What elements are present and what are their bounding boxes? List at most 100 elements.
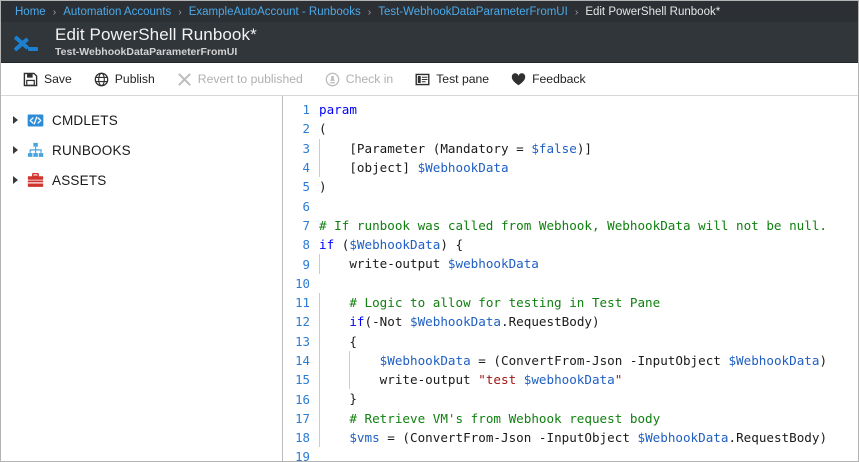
sidebar-item-runbooks[interactable]: RUNBOOKS <box>1 135 282 165</box>
code-line-text[interactable]: # Retrieve VM's from Webhook request bod… <box>317 408 858 429</box>
code-line-row[interactable]: 18 $vms = (ConvertFrom-Json -InputObject… <box>283 428 858 448</box>
code-line-text[interactable]: if ($WebhookData) { <box>317 235 858 254</box>
code-token: # Logic to allow for testing in Test Pan… <box>349 294 661 310</box>
code-line-row[interactable]: 11 # Logic to allow for testing in Test … <box>283 292 858 313</box>
indent-guide <box>319 254 320 274</box>
code-line-row[interactable]: 2( <box>283 119 858 138</box>
indent-guide <box>319 370 320 390</box>
toolbar-feedback-button[interactable]: Feedback <box>511 63 586 95</box>
code-token: # Retrieve VM's from Webhook request bod… <box>349 410 661 426</box>
code-line-row[interactable]: 15 write-output "test $webhookData" <box>283 370 858 390</box>
breadcrumb-link[interactable]: Test-WebhookDataParameterFromUI <box>378 5 568 18</box>
code-line-text[interactable]: } <box>317 389 858 409</box>
code-line-text[interactable]: ( <box>317 119 858 138</box>
code-line-text[interactable]: $WebhookData = (ConvertFrom-Json -InputO… <box>317 350 858 371</box>
breadcrumb-separator-icon: › <box>574 5 579 18</box>
chevron-right-icon[interactable] <box>7 176 23 184</box>
code-line-row[interactable]: 17 # Retrieve VM's from Webhook request … <box>283 408 858 429</box>
breadcrumb-separator-icon: › <box>52 5 57 18</box>
code-line-text[interactable]: { <box>317 331 858 351</box>
code-token: = (ConvertFrom-Json -InputObject <box>379 430 638 446</box>
line-number: 14 <box>295 353 310 368</box>
breadcrumb-current: Edit PowerShell Runbook* <box>585 5 721 18</box>
breadcrumb-link[interactable]: Automation Accounts <box>63 5 172 18</box>
code-line-text[interactable]: ) <box>317 177 858 196</box>
code-line-row[interactable]: 3 [Parameter (Mandatory = $false)] <box>283 138 858 158</box>
code-line-row[interactable]: 12 if(-Not $WebhookData.RequestBody) <box>283 312 858 332</box>
code-line-row[interactable]: 10 <box>283 274 858 293</box>
line-number: 3 <box>302 140 310 156</box>
code-token: # If runbook was called from Webhook, We… <box>319 217 827 233</box>
toolbar-test-pane-button[interactable]: Test pane <box>415 63 489 95</box>
breadcrumb-separator-icon: › <box>178 5 182 18</box>
code-token: $WebhookData <box>379 352 471 368</box>
page-title: Edit PowerShell Runbook* <box>55 25 257 44</box>
code-token: [object] <box>319 159 418 175</box>
code-token: } <box>319 391 357 407</box>
sidebar-item-cmdlets[interactable]: CMDLETS <box>1 105 282 135</box>
code-line-text[interactable]: [object] $WebhookData <box>317 157 858 178</box>
code-line-text[interactable]: $vms = (ConvertFrom-Json -InputObject $W… <box>317 428 858 448</box>
code-token: ) <box>819 352 828 368</box>
line-number: 11 <box>295 295 310 311</box>
code-line-text[interactable]: write-output "test $webhookData" <box>317 370 858 390</box>
code-token: param <box>319 102 357 117</box>
sidebar-item-label: ASSETS <box>52 172 107 188</box>
toolbar-save-button[interactable]: Save <box>23 63 72 95</box>
code-line-text[interactable]: # Logic to allow for testing in Test Pan… <box>317 292 858 313</box>
toolbar-item-label: Revert to published <box>197 72 303 86</box>
code-token: "test <box>478 372 524 388</box>
code-token: ( <box>319 121 327 137</box>
code-line-row[interactable]: 7# If runbook was called from Webhook, W… <box>283 216 858 235</box>
code-line-text[interactable]: param <box>317 100 858 119</box>
save-floppy-icon <box>23 72 38 86</box>
code-token: ( <box>334 237 350 253</box>
code-line-text[interactable]: [Parameter (Mandatory = $false)] <box>317 138 858 158</box>
code-token: $vms <box>349 430 380 446</box>
line-number: 19 <box>295 449 310 462</box>
code-line-row[interactable]: 6 <box>283 196 858 215</box>
toolbar-item-label: Feedback <box>532 72 586 86</box>
code-line-row[interactable]: 4 [object] $WebhookData <box>283 157 858 178</box>
code-line-row[interactable]: 16 } <box>283 389 858 409</box>
toolbar-revert-to-published-button: Revert to published <box>177 63 303 95</box>
breadcrumb-link[interactable]: Home <box>15 5 46 18</box>
chevron-right-icon[interactable] <box>7 146 23 154</box>
code-token: if <box>349 314 365 330</box>
runbooks-hierarchy-icon <box>27 142 44 157</box>
code-token <box>319 314 349 329</box>
code-line-text[interactable]: write-output $webhookData <box>317 254 858 274</box>
code-token: $WebhookData <box>728 352 820 368</box>
indent-guide <box>319 350 320 371</box>
code-token: $WebhookData <box>637 430 729 446</box>
line-number: 12 <box>295 314 310 330</box>
line-number: 6 <box>302 198 310 214</box>
code-line-row[interactable]: 13 { <box>283 331 858 351</box>
code-token: $WebhookData <box>349 237 441 253</box>
code-line-row[interactable]: 9 write-output $webhookData <box>283 254 858 274</box>
revert-x-icon <box>178 72 191 86</box>
chevron-right-icon[interactable] <box>7 116 23 124</box>
indent-guide <box>319 389 320 409</box>
code-line-row[interactable]: 5) <box>283 177 858 196</box>
code-line-row[interactable]: 19 <box>283 447 858 462</box>
toolbar-publish-button[interactable]: Publish <box>94 63 155 95</box>
code-token: write-output <box>319 372 479 388</box>
code-line-text[interactable]: if(-Not $WebhookData.RequestBody) <box>317 312 858 332</box>
indent-guide <box>319 408 320 429</box>
indent-guide <box>319 312 320 332</box>
code-line-row[interactable]: 14 $WebhookData = (ConvertFrom-Json -Inp… <box>283 350 858 371</box>
breadcrumb-link[interactable]: ExampleAutoAccount - Runbooks <box>188 5 361 18</box>
code-line-text[interactable]: # If runbook was called from Webhook, We… <box>317 216 858 235</box>
line-number: 15 <box>295 372 310 388</box>
sidebar-item-assets[interactable]: ASSETS <box>1 165 282 195</box>
line-number: 17 <box>295 410 310 426</box>
indent-guide <box>349 350 350 371</box>
toolbar-item-label: Publish <box>114 72 155 86</box>
